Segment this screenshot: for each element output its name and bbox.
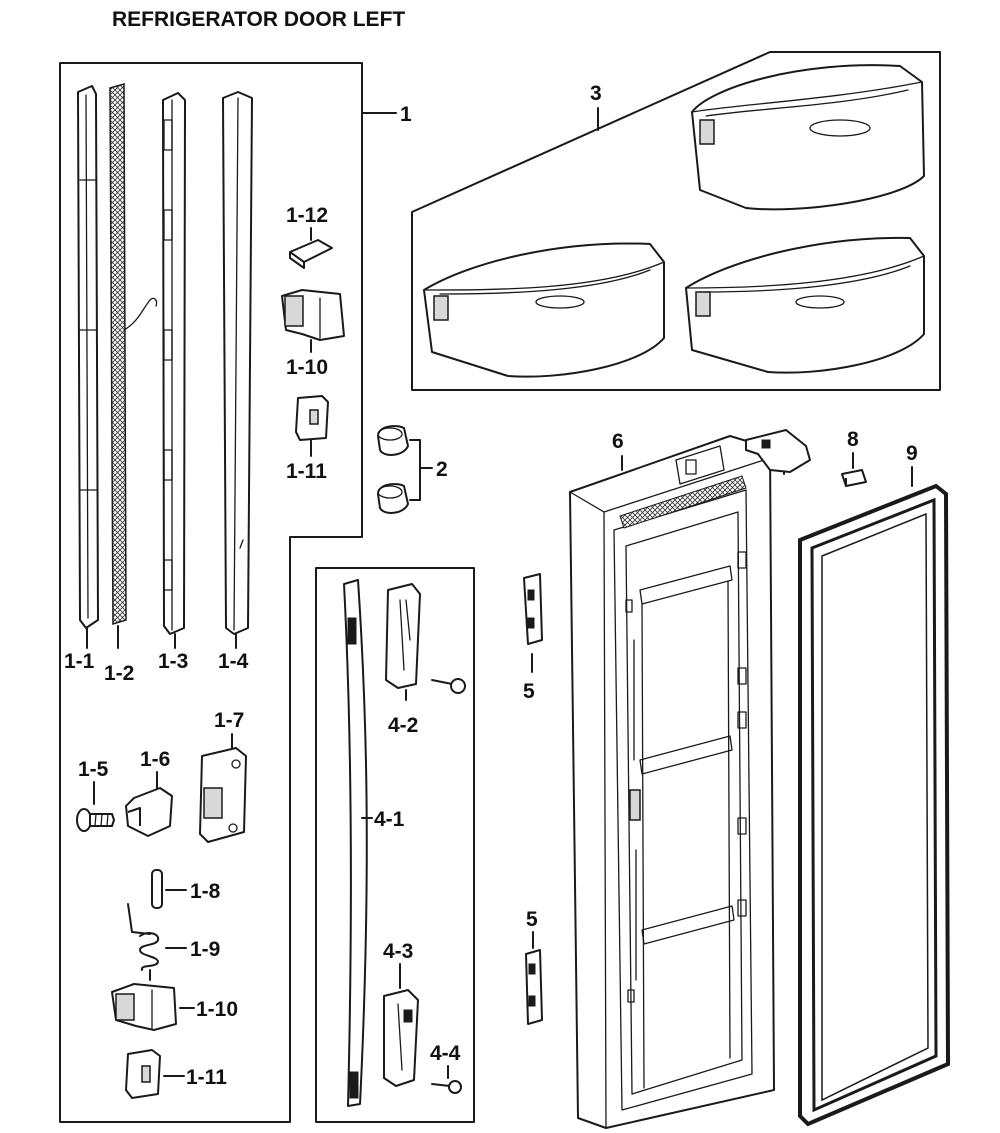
part-1-9-spring <box>127 903 187 981</box>
part-4-4-screw <box>431 1080 462 1094</box>
label-1-9: 1-9 <box>190 938 220 961</box>
part-1-6-hinge-block <box>125 787 173 837</box>
label-4-3: 4-3 <box>383 940 413 963</box>
part-1-10-hinge-bracket-lower <box>111 983 195 1031</box>
label-1-7: 1-7 <box>214 709 244 732</box>
part-1-3-hinge-strip <box>162 92 186 649</box>
part-5-stopper-upper <box>523 573 543 673</box>
group-3-frame <box>411 51 941 391</box>
label-1-1: 1-1 <box>64 650 95 673</box>
part-1-8-pin <box>151 869 187 909</box>
label-1: 1 <box>400 103 412 126</box>
part-1-4-square-tube <box>222 91 253 649</box>
label-1-5: 1-5 <box>78 758 109 781</box>
part-7-door-bracket <box>745 429 811 473</box>
part-3-door-bin-left <box>423 242 665 378</box>
label-1-2: 1-2 <box>104 662 134 685</box>
part-3-door-bin-right <box>685 236 925 374</box>
part-1-1-trim-strip <box>77 85 99 649</box>
part-4-2-screw <box>431 678 466 694</box>
group-4-frame <box>315 567 475 1123</box>
part-5-stopper-lower <box>525 949 543 1025</box>
label-1-3: 1-3 <box>158 650 188 673</box>
part-4-3-handle-cap-lower <box>383 989 419 1087</box>
diagram-title: REFRIGERATOR DOOR LEFT <box>112 8 405 31</box>
label-6: 6 <box>612 430 624 453</box>
label-4-1: 4-1 <box>374 808 405 831</box>
label-5-lower: 5 <box>526 908 538 931</box>
part-4-2-handle-cap-upper <box>385 583 421 701</box>
part-1-11-cap-lower <box>125 1049 185 1099</box>
label-1-6: 1-6 <box>140 748 170 771</box>
label-1-8: 1-8 <box>190 880 221 903</box>
part-2-caps <box>377 425 433 514</box>
part-1-2-heater-mesh <box>109 83 158 649</box>
part-9-door-gasket <box>798 483 951 1127</box>
part-6-door-assembly <box>569 435 775 1129</box>
part-1-7-hinge-plate <box>199 747 247 843</box>
label-5-upper: 5 <box>523 680 535 703</box>
label-3: 3 <box>590 82 602 105</box>
part-1-11-cap-upper <box>295 395 329 457</box>
label-1-11-upper: 1-11 <box>286 460 327 483</box>
part-3-door-bin-top <box>691 64 925 211</box>
label-2: 2 <box>436 458 448 481</box>
label-9: 9 <box>906 442 918 465</box>
label-1-10-upper: 1-10 <box>286 356 328 379</box>
label-4-4: 4-4 <box>430 1042 461 1065</box>
part-1-10-hinge-bracket-upper <box>281 289 345 353</box>
label-8: 8 <box>847 428 859 451</box>
label-1-4: 1-4 <box>218 650 249 673</box>
label-4-2: 4-2 <box>388 714 418 737</box>
label-1-10-lower: 1-10 <box>196 998 238 1021</box>
part-8-pad <box>841 469 867 487</box>
label-1-12: 1-12 <box>286 204 328 227</box>
part-1-5-screw <box>76 808 115 832</box>
part-1-12-clip <box>289 239 333 269</box>
part-4-1-door-handle <box>343 579 373 1107</box>
group-1-frame <box>59 62 363 1123</box>
label-1-11-lower: 1-11 <box>186 1066 227 1089</box>
